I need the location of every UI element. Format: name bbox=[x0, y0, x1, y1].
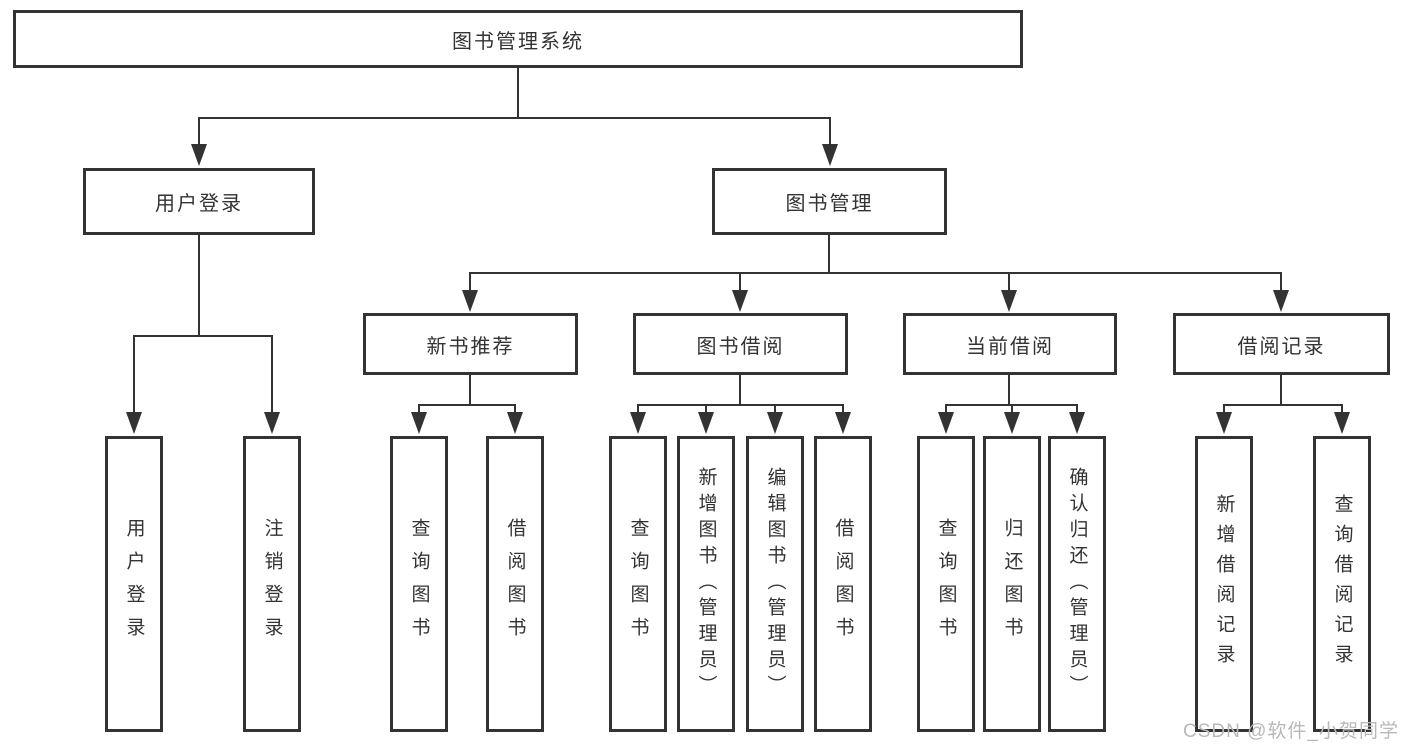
connector-line bbox=[1008, 375, 1010, 406]
node-new-book-recommend: 新书推荐 bbox=[363, 313, 578, 375]
leaf-user-login-label: 用户登录 bbox=[123, 518, 145, 650]
arrow-down-icon bbox=[1216, 412, 1232, 434]
connector-line bbox=[1280, 375, 1282, 406]
connector-line bbox=[469, 272, 1282, 274]
arrow-down-icon bbox=[264, 412, 280, 434]
arrow-down-icon bbox=[1334, 412, 1350, 434]
connector-line bbox=[198, 117, 200, 147]
leaf-borrow-books-recommend-label: 借阅图书 bbox=[504, 518, 526, 650]
connector-line bbox=[842, 404, 844, 416]
leaf-add-book-admin: 新增图书（管理员） bbox=[677, 436, 735, 732]
connector-line bbox=[418, 404, 420, 416]
connector-line bbox=[517, 68, 519, 118]
connector-line bbox=[133, 335, 135, 415]
node-current-borrow: 当前借阅 bbox=[903, 313, 1117, 375]
connector-line bbox=[418, 404, 516, 406]
leaf-query-books-borrow-label: 查询图书 bbox=[627, 518, 649, 650]
connector-line bbox=[133, 335, 273, 337]
connector-line bbox=[739, 375, 741, 406]
leaf-query-borrow-record-label: 查询借阅记录 bbox=[1331, 494, 1353, 674]
connector-line bbox=[1008, 272, 1010, 292]
node-user-login: 用户登录 bbox=[83, 168, 315, 235]
connector-line bbox=[945, 404, 947, 416]
leaf-query-books-borrow: 查询图书 bbox=[609, 436, 667, 732]
arrow-down-icon bbox=[1001, 290, 1017, 312]
node-user-login-label: 用户登录 bbox=[155, 193, 243, 215]
node-root-label: 图书管理系统 bbox=[452, 30, 584, 53]
arrow-down-icon bbox=[698, 412, 714, 434]
leaf-confirm-return-admin: 确认归还（管理员） bbox=[1048, 436, 1106, 732]
connector-line bbox=[705, 404, 707, 416]
leaf-borrow-books-label: 借阅图书 bbox=[832, 518, 854, 650]
leaf-borrow-books-recommend: 借阅图书 bbox=[486, 436, 544, 732]
connector-line bbox=[739, 272, 741, 292]
arrow-down-icon bbox=[938, 412, 954, 434]
connector-line bbox=[774, 404, 776, 416]
connector-line bbox=[1280, 272, 1282, 292]
arrow-down-icon bbox=[732, 290, 748, 312]
arrow-down-icon bbox=[835, 412, 851, 434]
connector-line bbox=[828, 235, 830, 273]
node-book-borrow: 图书借阅 bbox=[633, 313, 848, 375]
connector-line bbox=[1341, 404, 1343, 416]
leaf-query-books-recommend: 查询图书 bbox=[390, 436, 448, 732]
leaf-query-borrow-record: 查询借阅记录 bbox=[1313, 436, 1371, 732]
arrow-down-icon bbox=[411, 412, 427, 434]
leaf-add-book-admin-label: 新增图书（管理员） bbox=[695, 467, 717, 701]
node-borrow-records: 借阅记录 bbox=[1173, 313, 1390, 375]
connector-line bbox=[829, 117, 831, 147]
leaf-logout: 注销登录 bbox=[243, 436, 301, 732]
connector-line bbox=[1223, 404, 1343, 406]
leaf-user-login: 用户登录 bbox=[105, 436, 163, 732]
node-book-management: 图书管理 bbox=[712, 168, 947, 235]
connector-line bbox=[1076, 404, 1078, 416]
connector-line bbox=[637, 404, 844, 406]
connector-line bbox=[469, 272, 471, 292]
node-current-borrow-label: 当前借阅 bbox=[966, 335, 1054, 358]
leaf-return-book: 归还图书 bbox=[983, 436, 1041, 732]
leaf-add-borrow-record: 新增借阅记录 bbox=[1195, 436, 1253, 732]
connector-line bbox=[198, 235, 200, 336]
arrow-down-icon bbox=[1273, 290, 1289, 312]
arrow-down-icon bbox=[126, 412, 142, 434]
connector-line bbox=[271, 335, 273, 415]
leaf-return-book-label: 归还图书 bbox=[1001, 518, 1023, 650]
arrow-down-icon bbox=[462, 290, 478, 312]
connector-line bbox=[198, 117, 831, 119]
leaf-borrow-books: 借阅图书 bbox=[814, 436, 872, 732]
leaf-confirm-return-admin-label: 确认归还（管理员） bbox=[1066, 467, 1088, 701]
leaf-query-books-current: 查询图书 bbox=[917, 436, 975, 732]
connector-line bbox=[637, 404, 639, 416]
node-book-management-label: 图书管理 bbox=[785, 193, 874, 215]
leaf-edit-book-admin-label: 编辑图书（管理员） bbox=[764, 467, 786, 701]
arrow-down-icon bbox=[767, 412, 783, 434]
arrow-down-icon bbox=[630, 412, 646, 434]
connector-line bbox=[469, 375, 471, 406]
leaf-add-borrow-record-label: 新增借阅记录 bbox=[1213, 494, 1235, 674]
leaf-query-books-recommend-label: 查询图书 bbox=[408, 518, 430, 650]
leaf-edit-book-admin: 编辑图书（管理员） bbox=[746, 436, 804, 732]
node-book-borrow-label: 图书借阅 bbox=[696, 335, 785, 358]
leaf-logout-label: 注销登录 bbox=[261, 518, 283, 650]
arrow-down-icon bbox=[191, 144, 207, 166]
connector-line bbox=[1011, 404, 1013, 416]
arrow-down-icon bbox=[507, 412, 523, 434]
node-new-book-recommend-label: 新书推荐 bbox=[426, 335, 515, 358]
arrow-down-icon bbox=[1069, 412, 1085, 434]
arrow-down-icon bbox=[1004, 412, 1020, 434]
node-root: 图书管理系统 bbox=[13, 10, 1023, 68]
connector-line bbox=[1223, 404, 1225, 416]
connector-line bbox=[514, 404, 516, 416]
leaf-query-books-current-label: 查询图书 bbox=[935, 518, 957, 650]
node-borrow-records-label: 借阅记录 bbox=[1237, 335, 1326, 358]
arrow-down-icon bbox=[822, 144, 838, 166]
watermark: CSDN @软件_小贺同学 bbox=[1183, 721, 1399, 742]
